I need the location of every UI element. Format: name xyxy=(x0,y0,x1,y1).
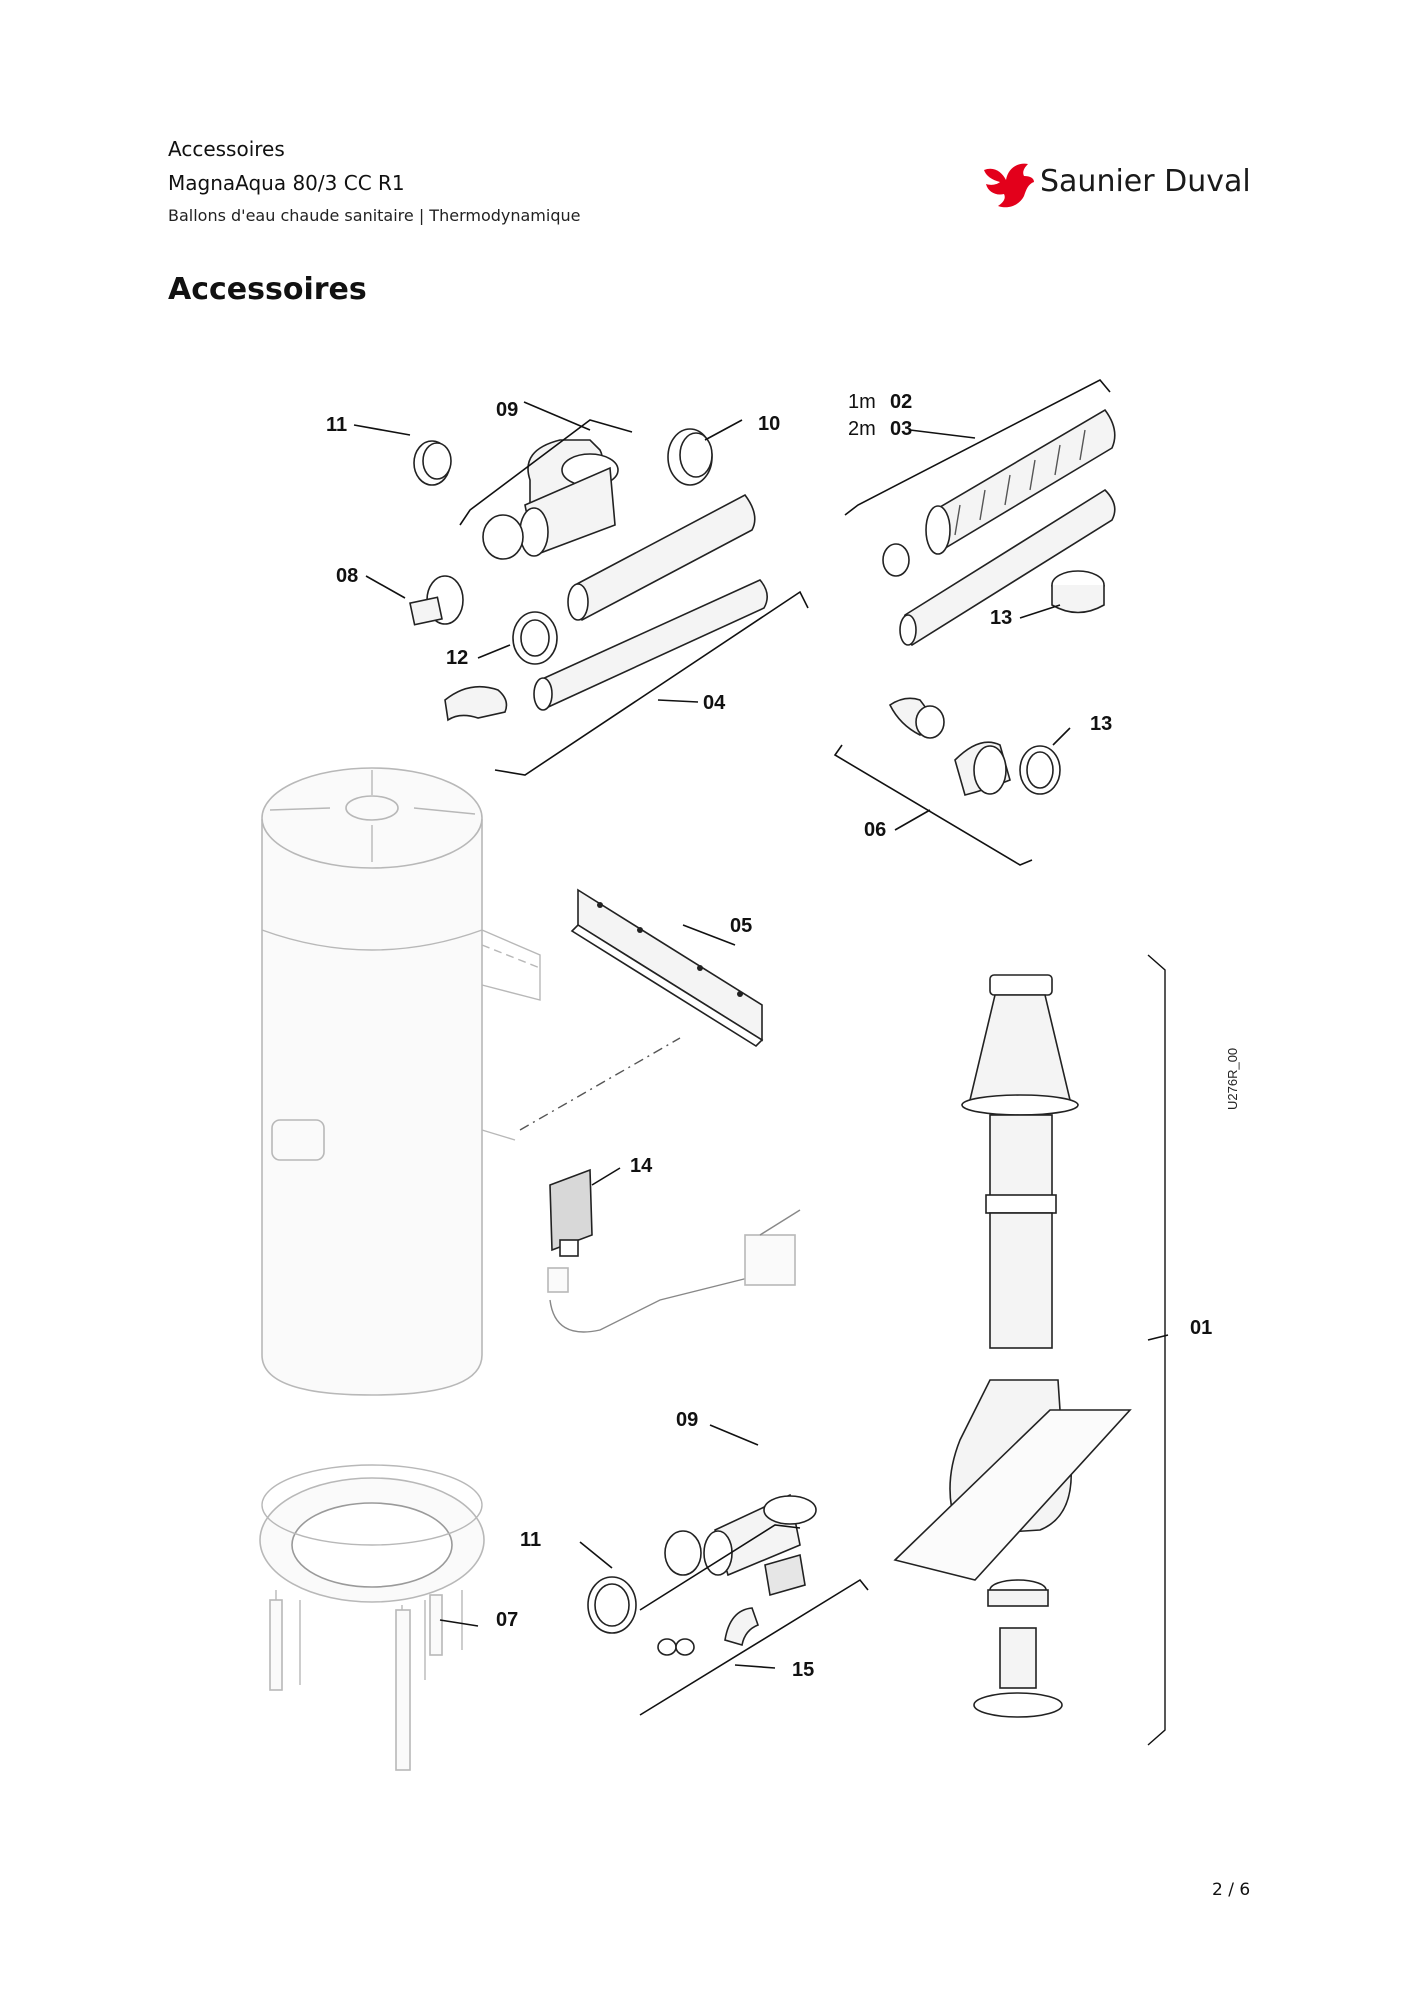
callout-10: 10 xyxy=(758,413,780,435)
callout-03-length: 2m xyxy=(848,418,876,440)
condensate-module xyxy=(547,1168,801,1333)
callout-13-mid: 13 xyxy=(1090,713,1112,735)
tank-stand xyxy=(259,1464,485,1771)
callout-15: 15 xyxy=(792,1659,814,1681)
brand-name: Saunier Duval xyxy=(1040,164,1251,199)
callout-07: 07 xyxy=(496,1609,518,1631)
callout-09-top: 09 xyxy=(496,399,518,421)
callout-08: 08 xyxy=(336,565,358,587)
roof-terminal xyxy=(893,954,1166,1746)
callout-12: 12 xyxy=(446,647,468,669)
callout-06: 06 xyxy=(864,819,886,841)
callout-03: 03 xyxy=(890,418,912,440)
callout-11-bottom: 11 xyxy=(520,1529,541,1551)
callout-05: 05 xyxy=(730,915,752,937)
header-category: Ballons d'eau chaude sanitaire | Thermod… xyxy=(168,206,581,225)
callout-13-top: 13 xyxy=(990,607,1012,629)
page-number: 2 / 6 xyxy=(1212,1880,1251,1900)
callout-14: 14 xyxy=(630,1155,653,1177)
callout-09-bottom: 09 xyxy=(676,1409,698,1431)
callout-02-length: 1m xyxy=(848,391,876,413)
water-heater-tank xyxy=(261,767,541,1396)
figure-reference-code: U276R_00 xyxy=(1225,1048,1240,1110)
header-section: Accessoires xyxy=(168,137,285,161)
callout-11-top: 11 xyxy=(326,414,347,436)
callout-02: 02 xyxy=(890,391,912,413)
page-title: Accessoires xyxy=(168,272,367,307)
header-product: MagnaAqua 80/3 CC R1 xyxy=(168,171,405,195)
callout-lines xyxy=(353,378,1169,1716)
callout-01: 01 xyxy=(1190,1317,1212,1339)
duct-group xyxy=(882,408,1116,796)
bird-logo-icon xyxy=(984,163,1034,208)
callout-04: 04 xyxy=(703,692,726,714)
tee-pipe-group xyxy=(409,428,768,722)
bottom-fittings-group xyxy=(587,1493,817,1656)
brand-logo: Saunier Duval xyxy=(980,156,1260,214)
wall-bracket xyxy=(481,888,764,1131)
